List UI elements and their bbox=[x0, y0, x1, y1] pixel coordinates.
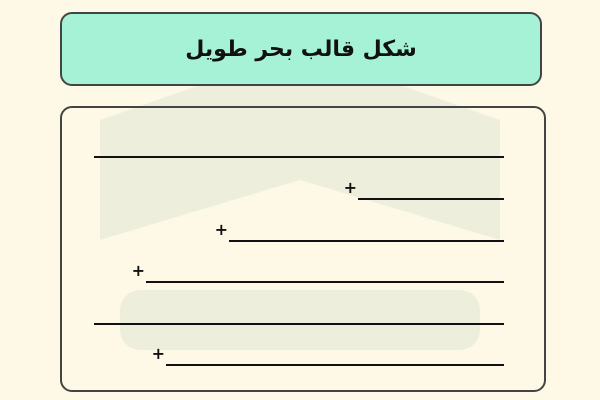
plus-sign: + bbox=[343, 178, 357, 197]
blank-line bbox=[94, 323, 504, 325]
template-line-2: + bbox=[344, 180, 504, 200]
poem-template-box: + + + + bbox=[60, 106, 546, 392]
blank-line bbox=[229, 240, 504, 242]
template-line-1 bbox=[94, 138, 504, 158]
plus-sign: + bbox=[131, 261, 145, 280]
template-line-4: + bbox=[132, 263, 504, 283]
blank-line bbox=[94, 156, 504, 158]
plus-sign: + bbox=[214, 220, 228, 239]
template-line-6: + bbox=[152, 346, 504, 366]
template-line-5 bbox=[94, 305, 504, 325]
plus-sign: + bbox=[151, 344, 165, 363]
blank-line bbox=[146, 281, 504, 283]
template-line-3: + bbox=[215, 222, 504, 242]
title-banner: شکل قالب بحر طویل bbox=[60, 12, 542, 86]
blank-line bbox=[358, 198, 504, 200]
blank-line bbox=[166, 364, 504, 366]
page-title: شکل قالب بحر طویل bbox=[185, 36, 417, 62]
